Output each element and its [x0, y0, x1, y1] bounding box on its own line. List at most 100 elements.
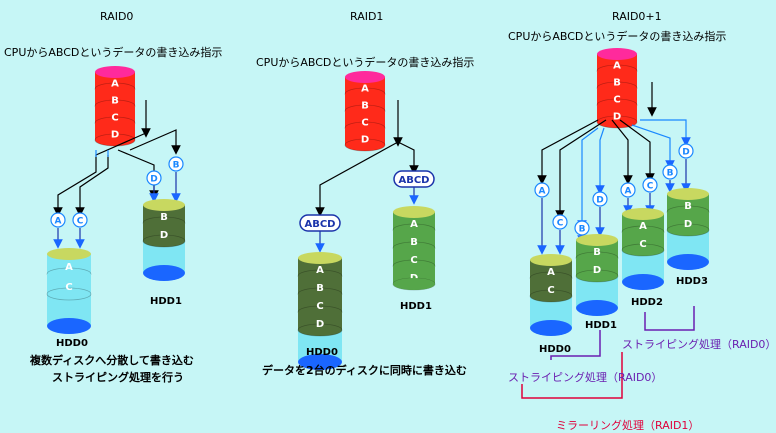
raid0-hdd1 [142, 199, 186, 281]
raid1-hdd0-base [298, 354, 342, 370]
hdd0-label-raid0: HDD0 [56, 338, 88, 349]
hdd0-label-raid01: HDD0 [539, 344, 571, 355]
striping-caption-left: ストライピング処理（RAID0） [508, 371, 663, 384]
raid01-cpu-instruction: CPUからABCDというデータの書き込み指示 [508, 30, 727, 43]
raid1-title: RAID1 [350, 10, 384, 23]
raid0-cpu-disk-letter-0: A [111, 79, 119, 90]
raid01-hdd1-base [576, 300, 618, 316]
raid0-hdd1-letter-1: D [160, 230, 168, 241]
diagram-art: ABCDACBDACBDABCDABCDABCDABCDABCDABCDACBD… [46, 48, 710, 399]
raid0-line-b [129, 129, 181, 155]
raid0-circle-b [168, 156, 184, 172]
raid1-hdd0 [297, 252, 343, 370]
raid01-line-b2 [631, 124, 675, 170]
hdd3-label-raid01: HDD3 [676, 276, 708, 287]
raid1-hdd0-top [298, 252, 342, 264]
raid01-hdd1 [575, 234, 619, 316]
raid01-circle-b2 [662, 164, 678, 180]
raid1-hdd0-letter-0: A [316, 265, 324, 276]
raid01-hdd3-top [667, 188, 709, 200]
raid1-cpu-disk-letter-1: B [361, 101, 369, 112]
raid01-hdd3 [666, 188, 710, 270]
raid1-line-hdd0 [315, 141, 399, 217]
raid0-circle-c-text: C [77, 217, 84, 227]
raid0-cpu-disk [94, 66, 136, 147]
raid01-line-d2 [640, 119, 691, 147]
raid01-cpu-disk-letter-1: B [613, 78, 621, 89]
raid01-line-b1 [577, 127, 599, 230]
raid1-hdd1-letter-2: C [410, 255, 417, 266]
raid01-hdd2-top [622, 208, 664, 220]
raid01-hdd2-base [622, 274, 664, 290]
raid01-hdd1-letter-0: B [593, 247, 601, 258]
raid1-hdd0-letter-2: C [316, 301, 323, 312]
raid1-pill-hdd0-text: ABCD [304, 219, 335, 230]
raid1-hdd1-letter-0: A [410, 219, 418, 230]
raid01-circle-d2-text: D [682, 148, 689, 158]
raid01-circle-c1-text: C [557, 219, 564, 229]
striping-bracket-left [550, 330, 601, 360]
raid01-circle-d1-text: D [596, 196, 603, 206]
raid0-hdd1-top [143, 199, 185, 211]
raid1-hdd0-letter-3: D [316, 319, 324, 330]
raid01-line-a1 [537, 119, 599, 185]
raid1-hdd1-top [393, 206, 435, 218]
raid01-cpu-disk-letter-2: C [613, 95, 620, 106]
raid01-line-c2 [619, 119, 655, 183]
hdd0-label-raid1: HDD0 [306, 347, 338, 358]
raid0-circle-a [50, 212, 66, 228]
raid01-circle-b1-text: B [579, 225, 586, 235]
raid1-cpu-disk-letter-2: C [361, 118, 368, 129]
raid01-cpu-disk-letter-3: D [613, 112, 621, 123]
raid1-cpu-disk-letter-3: D [361, 135, 369, 146]
raid01-circle-c2-text: C [647, 182, 654, 192]
raid01-hdd0-base [530, 320, 572, 336]
raid0-circle-c [72, 212, 88, 228]
raid01-cpu-disk [596, 48, 638, 129]
raid01-hdd3-base [667, 254, 709, 270]
raid01-hdd1-band-edge-1 [575, 269, 619, 283]
hdd1-label-raid0: HDD1 [150, 296, 182, 307]
raid1-cpu-disk-band-edge-3 [344, 138, 386, 152]
raid0-line-c [75, 155, 109, 217]
raid0-title: RAID0 [100, 10, 134, 23]
raid0-cpu-disk-top [95, 66, 135, 78]
raid01-circle-a1 [534, 182, 550, 198]
raid0-cpu-disk-letter-3: D [111, 130, 119, 141]
raid01-hdd1-top [576, 234, 618, 246]
raid0-circle-d-text: D [150, 175, 157, 185]
raid1-hdd1-letter-1: B [410, 237, 418, 248]
raid1-hdd0-letter-1: B [316, 283, 324, 294]
mirroring-caption: ミラーリング処理（RAID1） [556, 419, 700, 432]
raid0-hdd1-base [143, 265, 185, 281]
raid01-cpu-disk-top [597, 48, 637, 60]
raid0-hdd0-letter-1: C [65, 282, 72, 293]
raid01-hdd3-letter-0: B [684, 201, 692, 212]
raid01-circle-c1 [552, 214, 568, 230]
raid0-circle-d [146, 170, 162, 186]
raid01-line-d1 [595, 127, 605, 195]
raid1-pill-hdd1-text: ABCD [398, 175, 429, 186]
raid1-caption: データを2台のディスクに同時に書き込む [262, 364, 467, 377]
raid01-hdd2-letter-1: C [639, 239, 646, 250]
raid01-hdd3-band-edge-1 [666, 223, 710, 237]
raid01-hdd2-letter-0: A [639, 221, 647, 232]
raid01-circle-d1 [592, 191, 608, 207]
raid0-hdd0-band-edge-1 [46, 287, 92, 301]
hdd1-label-raid1: HDD1 [400, 301, 432, 312]
raid01-circle-a1-text: A [539, 187, 546, 197]
raid01-hdd0-letter-0: A [547, 267, 555, 278]
striping-bracket-right [644, 306, 695, 331]
raid01-hdd2 [621, 208, 665, 290]
raid01-circle-d2 [678, 143, 694, 159]
diagram: ABCDACBDACBDABCDABCDABCDABCDABCDABCDACBD… [4, 10, 776, 432]
raid01-hdd2-band-edge-1 [621, 243, 665, 257]
raid01-circle-c2 [642, 177, 658, 193]
raid01-circle-a2-text: A [625, 187, 632, 197]
raid01-cpu-disk-letter-0: A [613, 61, 621, 72]
raid01-hdd0-top [530, 254, 572, 266]
raid0-hdd0-base [47, 318, 91, 334]
raid0-hdd0-top [47, 248, 91, 260]
raid0-hdd1-letter-0: B [160, 212, 168, 223]
raid01-hdd3-letter-1: D [684, 219, 692, 230]
